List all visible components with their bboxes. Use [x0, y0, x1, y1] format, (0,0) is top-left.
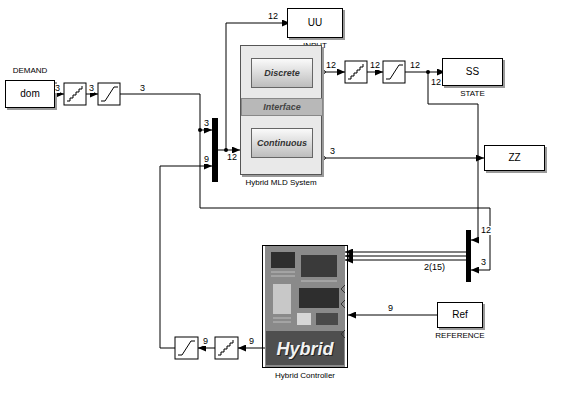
signal-width: 2(15): [424, 263, 445, 272]
signal-width: 12: [268, 12, 278, 21]
signal-width: 9: [204, 155, 209, 164]
mux-bar: [212, 118, 218, 182]
chip: [299, 288, 339, 308]
block-text: SS: [443, 66, 502, 78]
signal-blocks: [64, 61, 405, 359]
signal-wire: [238, 348, 265, 349]
signal-width: 3: [481, 258, 486, 267]
controller-block: HybridHybrid Controller: [262, 245, 348, 368]
block-text: dom: [6, 88, 54, 100]
brand-text: Hybrid: [263, 339, 347, 359]
saturation-symbol: [178, 341, 195, 355]
board-traces: [271, 272, 337, 322]
signal-width: 12: [431, 78, 441, 87]
signal-width: 3: [140, 84, 145, 93]
signal-wire: [345, 252, 466, 253]
signal-wire: [345, 260, 466, 261]
subsystem-box: Continuous: [251, 128, 313, 158]
signal-width: 12: [326, 61, 336, 70]
block-label: DEMAND: [13, 66, 48, 76]
signal-width: 12: [481, 226, 491, 235]
system-block: Hybrid MLD SystemDiscreteInterfaceContin…: [240, 45, 322, 175]
block-text: UU: [288, 17, 342, 29]
signal-wires: [52, 23, 490, 348]
signal-wire: [198, 348, 215, 349]
signal-wire: [160, 166, 212, 348]
quantizer-block: [64, 83, 86, 105]
mux-bar: [466, 230, 471, 282]
saturation-symbol: [386, 65, 403, 79]
sink-block: SSSTATE: [442, 58, 503, 86]
block-text: Ref: [438, 309, 482, 321]
signal-width: 12: [410, 61, 420, 70]
source-block: DEMANDdom: [5, 80, 55, 108]
block-label: Hybrid MLD System: [245, 178, 316, 188]
block-text: Interface: [242, 101, 322, 113]
port-symbol: [341, 285, 345, 338]
chip: [297, 313, 311, 325]
chip: [273, 284, 291, 314]
block-label: Hybrid Controller: [275, 371, 335, 381]
signal-width: 9: [203, 337, 208, 346]
chip: [316, 313, 338, 325]
subsystem-box: Discrete: [251, 58, 313, 88]
signal-wire: [86, 94, 98, 95]
saturation-symbol: [101, 87, 118, 101]
saturation-block: [175, 337, 198, 359]
chip: [301, 255, 337, 277]
edge-label: 3: [330, 147, 335, 156]
saturation-block: [383, 61, 405, 83]
block-text: ZZ: [485, 152, 544, 164]
branch-dot: [224, 148, 228, 152]
quantizer-block: [345, 61, 367, 83]
signal-wire: [345, 256, 466, 257]
block-text: Continuous: [252, 137, 312, 149]
signal-width: 3: [55, 84, 60, 93]
block-label: REFERENCE: [435, 331, 484, 341]
block-text: Discrete: [252, 67, 312, 79]
signal-width: 3: [204, 119, 209, 128]
signal-wire: [218, 150, 240, 151]
interface-band: Interface: [241, 98, 323, 116]
signal-width: 12: [227, 153, 237, 162]
quantizer-block: [215, 337, 238, 359]
signal-connector: [348, 315, 437, 316]
signal-width: 12: [370, 61, 380, 70]
branch-dot: [198, 128, 202, 132]
source-block: RefREFERENCE: [437, 302, 483, 328]
branch-dot: [426, 70, 430, 74]
edge-layer: [322, 158, 484, 315]
signal-width: 9: [249, 337, 254, 346]
signal-width: 3: [89, 84, 94, 93]
sink-block: UUINPUT: [287, 8, 343, 38]
signal-connector: [322, 158, 484, 159]
staircase-symbol: [218, 340, 233, 355]
staircase-symbol: [67, 86, 82, 101]
signal-wire: [367, 72, 383, 73]
sink-block: ZZ: [484, 145, 545, 171]
signal-wire: [322, 72, 345, 73]
signal-wire: [120, 94, 212, 130]
chip: [271, 252, 295, 268]
block-label: STATE: [460, 89, 485, 99]
signal-wire: [405, 72, 445, 73]
staircase-symbol: [348, 64, 363, 79]
edge-label: 9: [388, 304, 393, 313]
saturation-block: [98, 83, 120, 105]
